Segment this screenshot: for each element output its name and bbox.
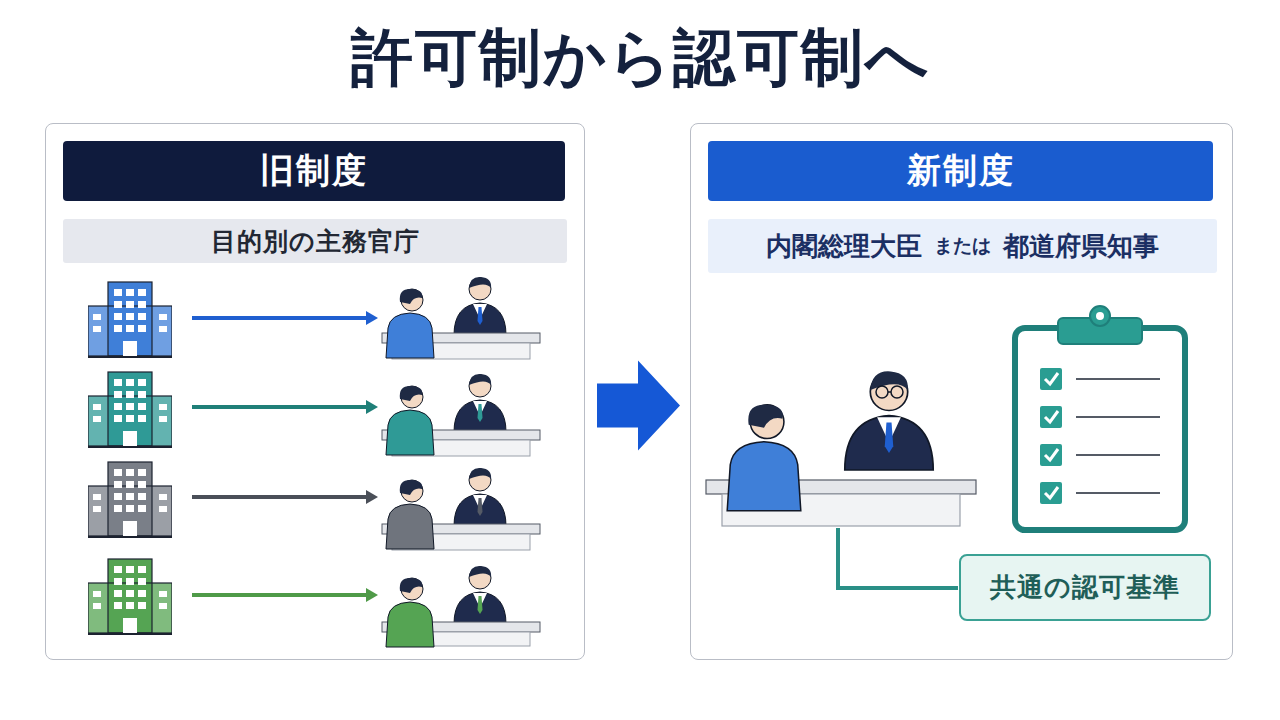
authority-name: 都道府県知事 xyxy=(1003,229,1159,264)
authority-band: 目的別の主務官庁 xyxy=(63,219,567,263)
criteria-label: 共通の認可基準 xyxy=(990,570,1180,605)
criteria-box: 共通の認可基準 xyxy=(959,554,1211,621)
arrow-shape xyxy=(597,361,680,451)
authority-name: 内閣総理大臣 xyxy=(766,229,922,264)
authority-band: 内閣総理大臣または都道府県知事 xyxy=(708,219,1217,273)
building-icon xyxy=(84,559,176,634)
counter-scene xyxy=(382,374,540,456)
authority-label: 目的別の主務官庁 xyxy=(211,225,420,258)
counter-scene xyxy=(382,468,540,550)
leader-line xyxy=(838,528,958,588)
building-icon xyxy=(84,282,176,357)
building-icon xyxy=(84,462,176,537)
system-panel: 新制度内閣総理大臣または都道府県知事共通の認可基準 xyxy=(690,123,1233,660)
system-panel: 旧制度目的別の主務官庁 xyxy=(45,123,585,660)
counter-scene xyxy=(706,371,976,526)
building-icon xyxy=(84,372,176,447)
panel-header: 新制度 xyxy=(708,141,1213,201)
counter-scene xyxy=(382,277,540,359)
connector-word: または xyxy=(934,233,991,259)
transition-arrow xyxy=(597,361,680,451)
diagram-title: 許可制から認可制へ xyxy=(0,18,1280,98)
panel-header: 旧制度 xyxy=(63,141,565,201)
flow-arrows xyxy=(192,311,378,602)
checklist-clipboard xyxy=(1015,306,1185,530)
counter-scene xyxy=(382,566,540,647)
